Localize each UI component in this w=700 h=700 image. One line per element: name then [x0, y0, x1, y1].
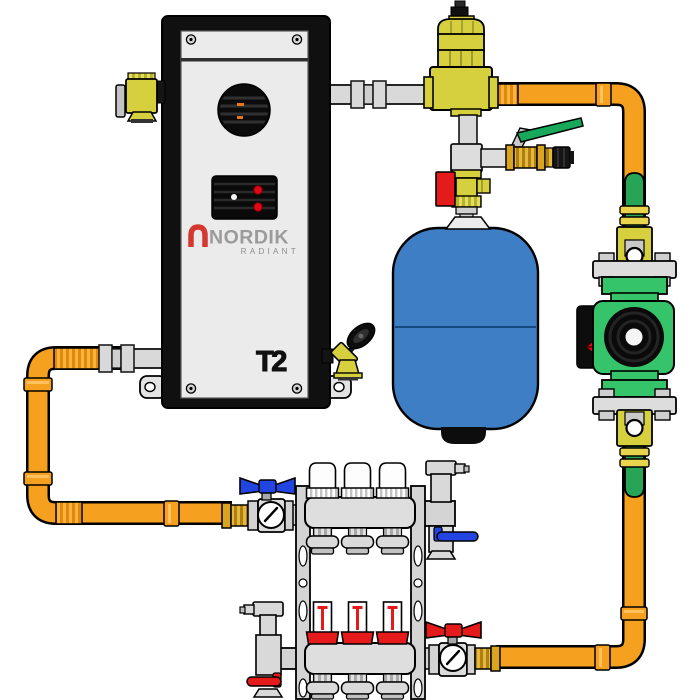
- radiant-manifold: [221, 460, 501, 700]
- status-led: [253, 202, 263, 212]
- boiler-drain-valve: [321, 322, 376, 381]
- supply-pipe-left-loop: [26, 346, 232, 525]
- expansion-tank: [391, 226, 540, 444]
- pressure-relief-valve: [115, 72, 166, 123]
- tank-trim-column: [435, 114, 584, 230]
- loop-outlet: [305, 673, 410, 700]
- pump-hub: [625, 328, 643, 346]
- pump-flange-bottom: [592, 370, 677, 421]
- union-coupling: [350, 80, 387, 109]
- return-shutoff-valve: [425, 620, 501, 677]
- tee-fitting: [450, 143, 483, 173]
- rail-slots: [298, 545, 423, 698]
- red-drain-lever: [246, 676, 282, 687]
- brand-subtext: RADIANT: [241, 247, 299, 256]
- status-led: [253, 185, 263, 195]
- pump-isolation-valve-bottom: [616, 409, 653, 447]
- brand-logo: NORDIK RADIANT: [188, 224, 299, 256]
- pump-isolation-valve-top: [616, 226, 653, 266]
- drain-handwheel: [346, 322, 376, 350]
- corrugated-connector: [55, 501, 83, 525]
- loop-outlet: [305, 527, 410, 555]
- model-mark: T2: [256, 346, 286, 378]
- loop-cap: [305, 462, 410, 499]
- pipe-right-top: [492, 82, 646, 234]
- logo-n-mark-icon: [188, 224, 208, 247]
- tank-flange-cone: [444, 216, 492, 230]
- pipe-clip: [619, 205, 650, 468]
- hose-thread-cap: [552, 146, 571, 169]
- manifold-supply-bar: [304, 496, 416, 529]
- corrugated-connector: [53, 347, 101, 370]
- prv-lever: [115, 84, 126, 118]
- blue-drain-lever: [436, 531, 479, 542]
- tank-foot: [441, 427, 486, 444]
- display-dot: [231, 194, 237, 200]
- pump-flange-top: [592, 252, 677, 295]
- vent-grille: [217, 83, 271, 137]
- coupling-ring: [23, 82, 648, 671]
- valve-port: [625, 418, 644, 438]
- red-valve-handle: [435, 171, 456, 207]
- manifold-return-bar: [304, 642, 416, 675]
- fill-valve: [505, 117, 584, 171]
- union-coupling: [98, 344, 135, 373]
- flow-meter: [305, 601, 410, 645]
- supply-shutoff-valve: [221, 476, 296, 533]
- control-display: [211, 175, 278, 220]
- mounting-rail: [410, 485, 426, 700]
- boiler: NORDIK RADIANT T2: [139, 15, 352, 409]
- supply-air-vent-drain: [425, 460, 479, 560]
- boiler-connection-pipes: [98, 80, 427, 373]
- panel-screws: [185, 34, 303, 394]
- tank-isolation-valve: [435, 169, 492, 230]
- pipe-right-bottom: [496, 442, 646, 669]
- brand-text: NORDIK: [209, 227, 289, 249]
- pump-green-pipes: [619, 172, 650, 498]
- circulator-pump: [576, 292, 675, 375]
- green-valve-handle: [515, 117, 584, 143]
- return-air-vent-drain: [239, 601, 284, 698]
- air-separator: [423, 0, 499, 117]
